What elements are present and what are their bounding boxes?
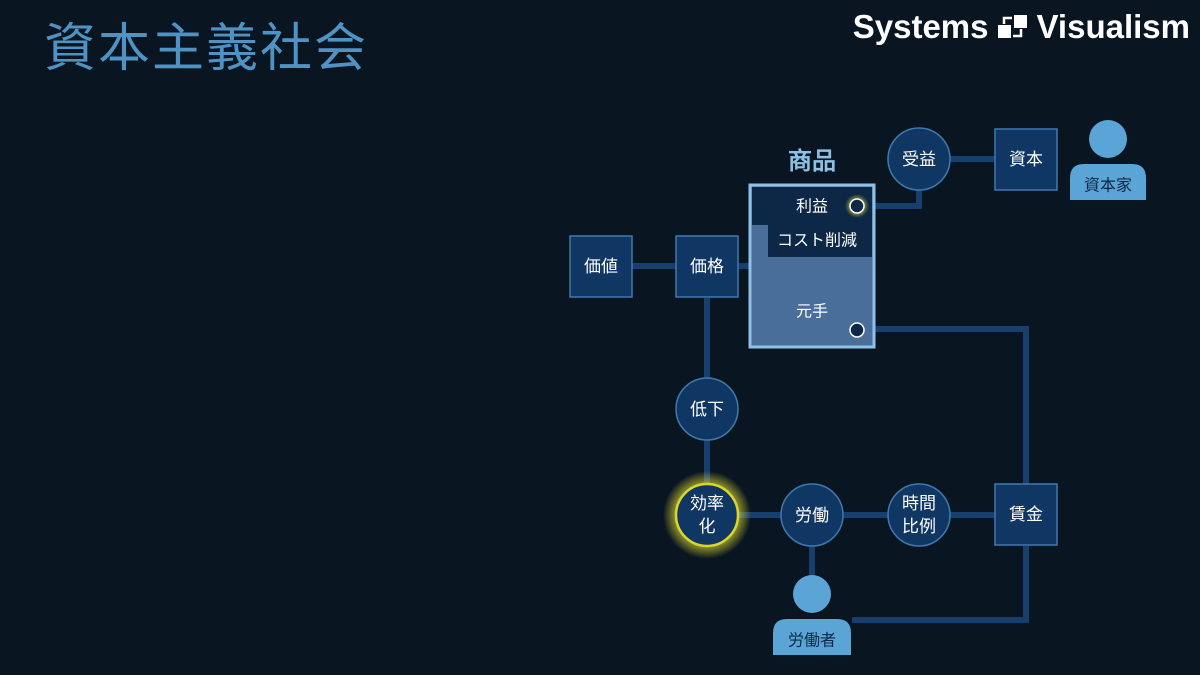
product-title: 商品 [788,147,836,175]
node-benefit[interactable]: 受益 [887,127,951,191]
brand-logo: Systems Visualism [853,8,1190,46]
connector-lines [632,156,1029,623]
node-time-prop-label-line1: 時間 [902,494,936,514]
node-value-label: 価値 [584,257,618,277]
node-time-prop-label-line2: 比例 [902,517,936,537]
node-benefit-label: 受益 [902,150,936,170]
profit-label: 利益 [796,197,828,216]
node-labor-label: 労働 [795,506,829,526]
link-principal-wage [857,326,1029,484]
capitalist-head-icon [1089,120,1127,158]
worker-head-icon [793,575,831,613]
actor-worker[interactable]: 労働者 [773,575,851,655]
link-worker-wage [852,546,1029,623]
brand-word-systems: Systems [852,8,989,45]
product-box[interactable]: 商品 利益 コスト削減 元手 [748,147,876,349]
node-decline[interactable]: 低下 [675,377,739,441]
node-capital-label: 資本 [1009,150,1043,170]
cost-reduction-label: コスト削減 [777,231,857,250]
node-time-proportional[interactable]: 時間 比例 [887,483,951,547]
worker-label: 労働者 [788,631,836,650]
principal-label: 元手 [796,302,828,321]
node-labor[interactable]: 労働 [780,483,844,547]
profit-port[interactable] [849,198,865,214]
node-price[interactable]: 価格 [675,235,739,298]
worker-body-icon [773,619,851,655]
node-capital[interactable]: 資本 [994,128,1058,191]
node-efficiency-label-line2: 化 [699,517,716,537]
node-wage-label: 賃金 [1009,505,1043,525]
principal-port[interactable] [849,322,865,338]
brand-word-visualism: Visualism [1036,8,1190,45]
capitalist-label: 資本家 [1084,176,1132,195]
node-price-label: 価格 [690,257,724,277]
node-efficiency-label-line1: 効率 [690,494,724,514]
node-value[interactable]: 価値 [569,235,633,298]
capitalist-body-icon [1070,164,1146,200]
actor-capitalist[interactable]: 資本家 [1070,120,1146,200]
link-profit-benefit [857,190,922,209]
cost-reduction-notch [752,225,768,257]
node-wage[interactable]: 賃金 [994,483,1058,546]
node-efficiency[interactable]: 効率 化 [663,471,751,559]
page-title: 資本主義社会 [44,19,369,79]
node-decline-label: 低下 [690,400,724,420]
loop-logo-icon [997,15,1027,38]
